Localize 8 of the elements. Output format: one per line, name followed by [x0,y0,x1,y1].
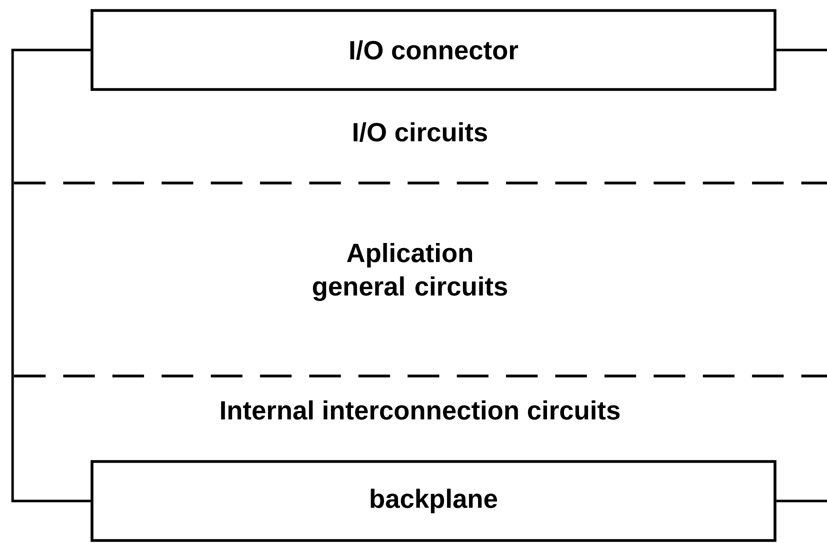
region-label: I/O circuits [354,122,487,142]
region-label: Aplication general circuits [312,242,508,302]
connector-line [776,500,827,502]
box: backplane [90,460,776,542]
region-label: Internal interconnection circuits [221,400,620,420]
connector-line [11,48,91,502]
box: I/O connector [90,9,776,91]
connector-line [776,48,827,52]
